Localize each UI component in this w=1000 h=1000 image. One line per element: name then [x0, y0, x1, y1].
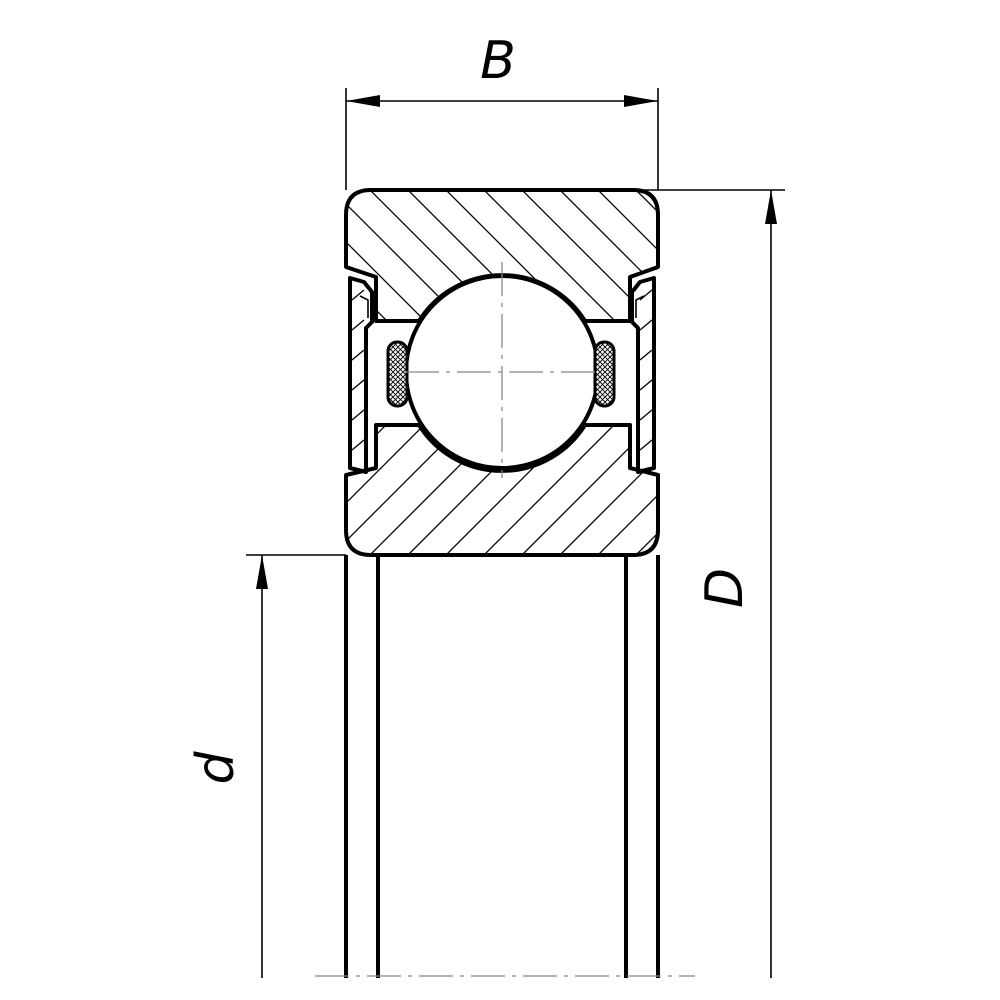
dimension-D-label: D [695, 568, 755, 608]
inner-ring [344, 423, 660, 557]
cage-right-crosshatch [595, 342, 614, 406]
dimension-D [640, 189, 785, 978]
shield-right [630, 276, 656, 474]
cage-left-crosshatch [388, 342, 407, 406]
dimension-d-label: d [186, 751, 246, 785]
dimension-B [345, 88, 659, 190]
dimension-B-label: B [480, 31, 516, 91]
dimension-d [246, 554, 346, 978]
shield-left [348, 276, 374, 474]
bore-walls [344, 555, 660, 978]
